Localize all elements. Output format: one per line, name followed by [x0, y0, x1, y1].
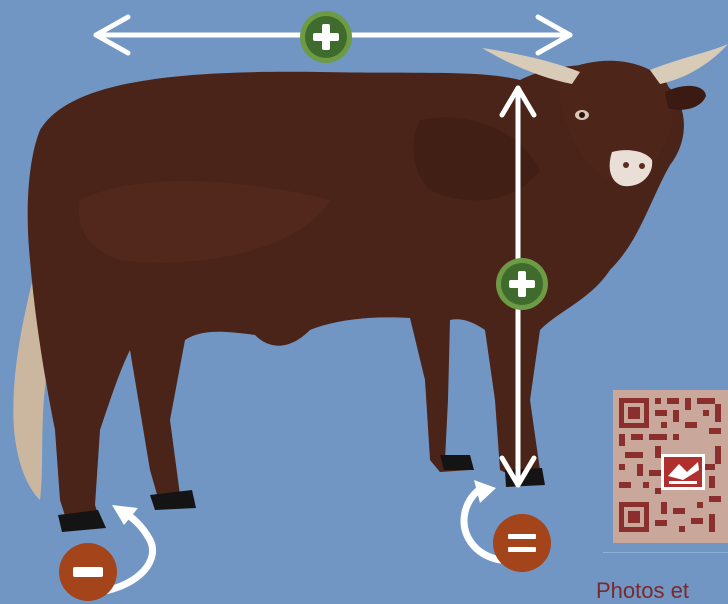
plus-icon	[496, 258, 548, 310]
plus-icon	[300, 11, 352, 63]
qr-divider	[603, 552, 728, 553]
equal-icon	[493, 514, 551, 572]
curved-arrow-head	[474, 480, 496, 503]
photo-credit: Photos et	[596, 578, 689, 604]
qr-code	[613, 390, 728, 543]
minus-icon	[59, 543, 117, 601]
logo	[661, 454, 705, 490]
